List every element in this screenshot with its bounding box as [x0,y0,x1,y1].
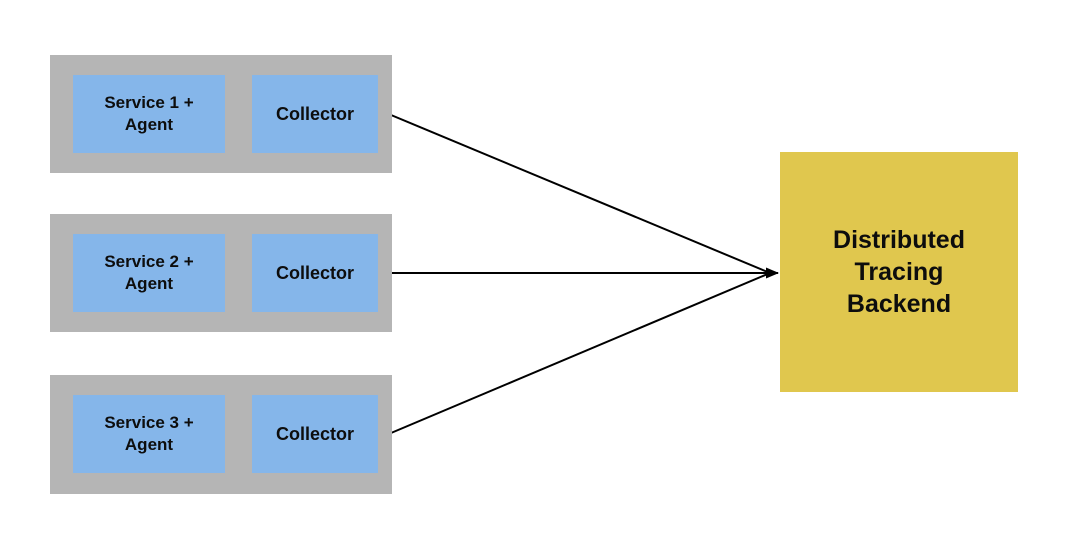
collector-3-node: Collector [252,395,378,473]
service-1-label-line2: Agent [124,115,174,134]
collector-2-node: Collector [252,234,378,312]
collector-3-label: Collector [275,423,354,444]
service-1-node: Service 1 + Agent [73,75,225,153]
service-2-label-line2: Agent [124,274,174,293]
collector-1-node: Collector [252,75,378,153]
service-1-label: Service 1 + Agent [104,92,193,136]
arrow-collector1-to-backend [390,114,771,274]
service-2-label-line1: Service 2 + [104,252,194,271]
service-1-label-line1: Service 1 + [104,93,194,112]
collector-2-label: Collector [275,262,354,283]
backend-label-line2: Tracing [854,258,944,286]
collector-1-label: Collector [275,103,354,124]
service-2-node: Service 2 + Agent [73,234,225,312]
service-2-label: Service 2 + Agent [104,251,193,295]
service-group-2: Service 2 + Agent Collector [50,214,392,332]
backend-node: Distributed Tracing Backend [780,152,1018,392]
backend-label-line3: Backend [846,290,952,318]
service-3-label: Service 3 + Agent [104,412,193,456]
arrow-collector3-to-backend [390,272,771,434]
service-3-label-line1: Service 3 + [104,413,194,432]
service-3-node: Service 3 + Agent [73,395,225,473]
service-group-3: Service 3 + Agent Collector [50,375,392,494]
backend-label-line1: Distributed [833,226,965,254]
service-3-label-line2: Agent [124,435,174,454]
service-group-1: Service 1 + Agent Collector [50,55,392,173]
